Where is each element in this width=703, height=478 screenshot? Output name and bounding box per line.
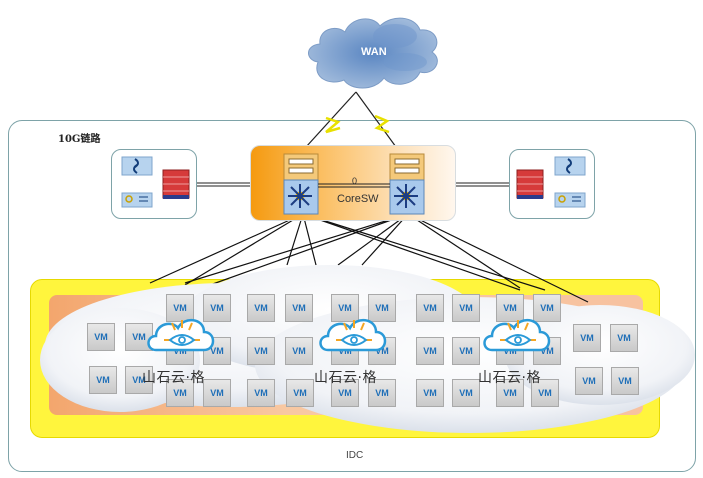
watermark-text: 山石云·格 (142, 370, 205, 386)
vm-node[interactable]: VM (533, 294, 561, 322)
watermark-text: 山石云·格 (314, 370, 377, 386)
vm-node[interactable]: VM (285, 337, 313, 365)
vm-node[interactable]: VM (247, 379, 275, 407)
vm-node[interactable]: VM (416, 337, 444, 365)
network-frame (8, 120, 696, 472)
vm-node[interactable]: VM (166, 294, 194, 322)
vm-node[interactable]: VM (496, 379, 524, 407)
vm-node[interactable]: VM (89, 366, 117, 394)
vm-node[interactable]: VM (285, 294, 313, 322)
vm-node[interactable]: VM (247, 337, 275, 365)
vm-node[interactable]: VM (331, 294, 359, 322)
vm-node[interactable]: VM (87, 323, 115, 351)
cloud-eye-icon (483, 319, 551, 352)
wan-label: WAN (361, 46, 387, 58)
wan-cloud-icon (308, 17, 438, 89)
vm-node[interactable]: VM (247, 294, 275, 322)
vm-node[interactable]: VM (203, 379, 231, 407)
vm-node[interactable]: VM (286, 379, 314, 407)
vm-node[interactable]: VM (416, 379, 444, 407)
vm-node[interactable]: VM (452, 294, 480, 322)
vm-node[interactable]: VM (573, 324, 601, 352)
vm-node[interactable]: VM (452, 379, 480, 407)
vm-node[interactable]: VM (610, 324, 638, 352)
right-edge-group[interactable] (509, 149, 595, 219)
cloud-eye-icon (319, 319, 387, 352)
vm-node[interactable]: VM (452, 337, 480, 365)
core-switch-label: CoreSW (337, 193, 379, 205)
link-label: 10G链路 (58, 134, 101, 145)
watermark: 山石云·格 (142, 312, 222, 387)
lightning-icon (325, 116, 341, 134)
vm-node[interactable]: VM (531, 379, 559, 407)
vm-node[interactable]: VM (368, 294, 396, 322)
vm-node[interactable]: VM (166, 379, 194, 407)
vm-node[interactable]: VM (575, 367, 603, 395)
lightning-icon (374, 114, 390, 134)
lag-marker: 0 (352, 176, 358, 186)
watermark-text: 山石云·格 (478, 370, 541, 386)
vm-node[interactable]: VM (125, 366, 153, 394)
vm-node[interactable]: VM (203, 294, 231, 322)
vm-node[interactable]: VM (611, 367, 639, 395)
vm-node[interactable]: VM (416, 294, 444, 322)
vm-node[interactable]: VM (331, 379, 359, 407)
watermark: 山石云·格 (478, 312, 558, 387)
idc-label: IDC (346, 450, 364, 461)
vm-node[interactable]: VM (368, 379, 396, 407)
cloud-eye-icon (147, 319, 215, 352)
watermark: 山石云·格 (314, 312, 394, 387)
core-downlinks (149, 213, 589, 303)
left-edge-group[interactable] (111, 149, 197, 219)
vm-node[interactable]: VM (496, 294, 524, 322)
